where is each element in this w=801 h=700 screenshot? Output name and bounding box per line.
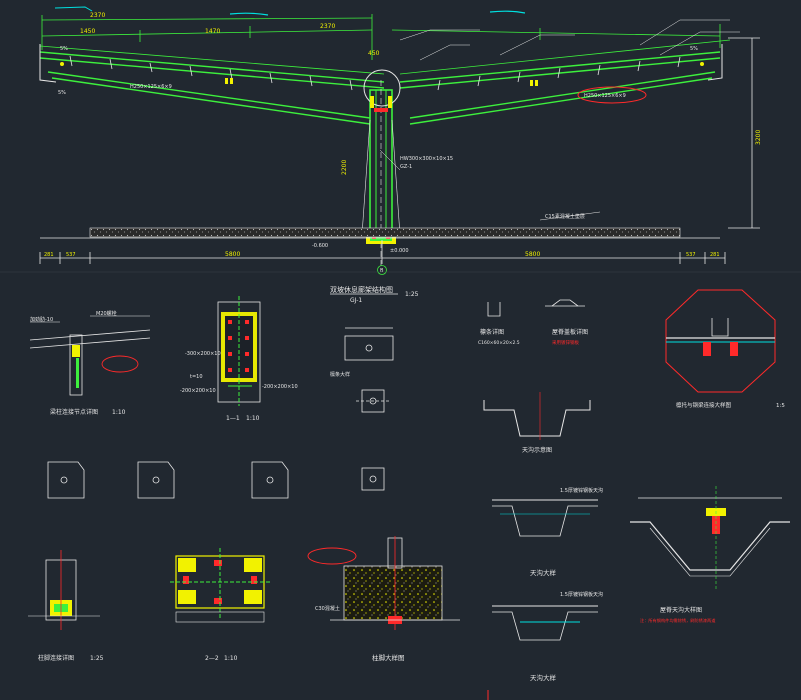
gutter1-title: 天沟大样	[530, 568, 557, 577]
dim-bottom-1: 281	[44, 252, 54, 258]
top-dimension-lines	[41, 14, 721, 60]
sec22-scale: 1:10	[224, 655, 238, 662]
main-elevation: 2370 1450 1470 2370 450	[39, 6, 762, 304]
footing-detail: C30混凝土 柱脚大样图	[307, 536, 460, 662]
main-subtitle: GJ-1	[350, 297, 362, 304]
octagon-scale: 1:5	[776, 403, 785, 409]
joint-note-2: 加劲肋-10	[30, 316, 53, 323]
bottom-dimension-labels: 281 537 5800 5800 537 281	[44, 251, 720, 258]
ridge-small-title: 檩条详图	[480, 328, 504, 336]
dim-top-2: 1450	[80, 28, 95, 35]
gutter-detail-2: 1.5厚镀锌钢板天沟 天沟大样	[492, 591, 603, 682]
sec11-note-3: t=10	[190, 374, 203, 380]
roof-rafters	[39, 39, 731, 125]
dim-bottom-3: 5800	[225, 251, 240, 258]
bottom-dimension-lines	[39, 240, 726, 264]
column-mark: GZ-1	[400, 164, 412, 170]
joint-scale: 1:10	[112, 409, 126, 416]
beam-column-joint-detail: M20螺栓 加劲肋-10 梁柱连接节点详图 1:10	[29, 310, 151, 416]
axis-bubble	[377, 265, 387, 275]
main-scale: 1:25	[405, 291, 419, 298]
sec22-title: 2—2	[205, 655, 219, 662]
octagon-title: 檩托与钢梁连接大样图	[676, 401, 732, 409]
axis-label: B	[380, 268, 384, 274]
ridge-joint-plates	[370, 96, 392, 112]
joint-title: 梁柱连接节点详图	[50, 408, 98, 416]
purlin-supports	[69, 55, 681, 91]
dim-top-3: 1470	[205, 28, 220, 35]
octagon-detail: 檩托与钢梁连接大样图 1:5	[665, 289, 785, 409]
ridge-joint-callout	[363, 69, 401, 107]
main-title: 双坡休息廊架结构图	[330, 285, 393, 294]
beam-note-right-cloud	[577, 86, 647, 104]
dim-bottom-5: 537	[686, 252, 696, 258]
rafter-end-caps	[39, 44, 723, 83]
sec11-note-1: -300×200×10	[185, 351, 221, 357]
ridge-cap-title: 屋脊盖板详图	[552, 328, 588, 336]
dim-top-4: 2370	[320, 23, 335, 30]
sec11-title: 1—1	[226, 415, 240, 422]
top-right-ornament	[489, 10, 526, 14]
sec11-note-4: -200×200×10	[262, 384, 298, 390]
slope-mark-right-1: 5%	[690, 46, 698, 52]
footing-title: 柱脚大样图	[372, 653, 405, 662]
beam-note-right: H250×125×6×9	[584, 93, 626, 99]
ridge-small-note: C160×60×20×2.5	[478, 340, 520, 346]
slope-mark-left-2: 5%	[58, 90, 66, 96]
dim-top-1: 2370	[90, 12, 105, 19]
gutter2-title: 天沟大样	[530, 673, 557, 682]
slope-mark-left-1: 5%	[60, 46, 68, 52]
top-left-ornament	[54, 6, 93, 12]
ridge-trough-title: 屋脊天沟大样图	[660, 606, 702, 614]
top-dimension-labels: 2370 1450 1470 2370 450	[80, 12, 380, 57]
rafter-bolts	[60, 62, 704, 86]
sec11-scale: 1:10	[246, 415, 260, 422]
gutter2-note: 1.5厚镀锌钢板天沟	[560, 591, 603, 598]
elev-ground-label: -0.600	[312, 243, 328, 249]
gutter-detail-1: 1.5厚镀锌钢板天沟 天沟大样	[492, 487, 603, 577]
section-1-1-detail: -300×200×10 -200×200×10 t=10 -200×200×10…	[180, 296, 298, 422]
gutter1-note: 1.5厚镀锌钢板天沟	[560, 487, 603, 494]
column-height-label: 2200	[341, 160, 348, 175]
ridge-cap-note: 采用镀锌钢板	[552, 339, 579, 346]
top-mid-ornament	[229, 12, 269, 16]
joint-note-1: M20螺栓	[96, 310, 117, 317]
height-dim-label: 3200	[755, 130, 762, 145]
base-plate-title: 柱脚连接详图	[38, 654, 74, 662]
purlin-plate-details	[344, 327, 394, 491]
ridge-trough-note: 注：所有钢构件均需除锈，刷防锈漆两道	[640, 617, 716, 624]
elev-top-label: ±0.000	[390, 248, 409, 254]
ridge-small-details	[487, 299, 585, 317]
gutter-section-title: 天沟示意图	[522, 446, 552, 454]
dim-bottom-4: 5800	[525, 251, 540, 258]
base-plate-scale: 1:25	[90, 655, 104, 662]
ridge-trough-detail: 屋脊天沟大样图 注：所有钢构件均需除锈，刷防锈漆两道	[630, 486, 790, 624]
beam-note-left: H250×125×6×9	[130, 84, 172, 90]
dim-top-5: 450	[368, 50, 380, 57]
purlin-section-note: 檩条大样	[330, 371, 350, 378]
base-plate-detail: 柱脚连接详图 1:25	[28, 550, 104, 662]
gutter-section-detail	[483, 392, 591, 440]
plate-grid-row	[47, 461, 289, 499]
sec11-note-2: -200×200×10	[180, 388, 216, 394]
section-2-2-detail: 2—2 1:10	[170, 548, 270, 662]
height-dimension	[728, 37, 760, 229]
footing-note: C30混凝土	[315, 605, 340, 612]
dim-bottom-2: 537	[66, 252, 76, 258]
column-note: HW300×300×10×15	[400, 156, 453, 162]
annotation-leaders	[379, 19, 740, 221]
dim-bottom-6: 281	[710, 252, 720, 258]
ground-slab	[89, 227, 681, 238]
